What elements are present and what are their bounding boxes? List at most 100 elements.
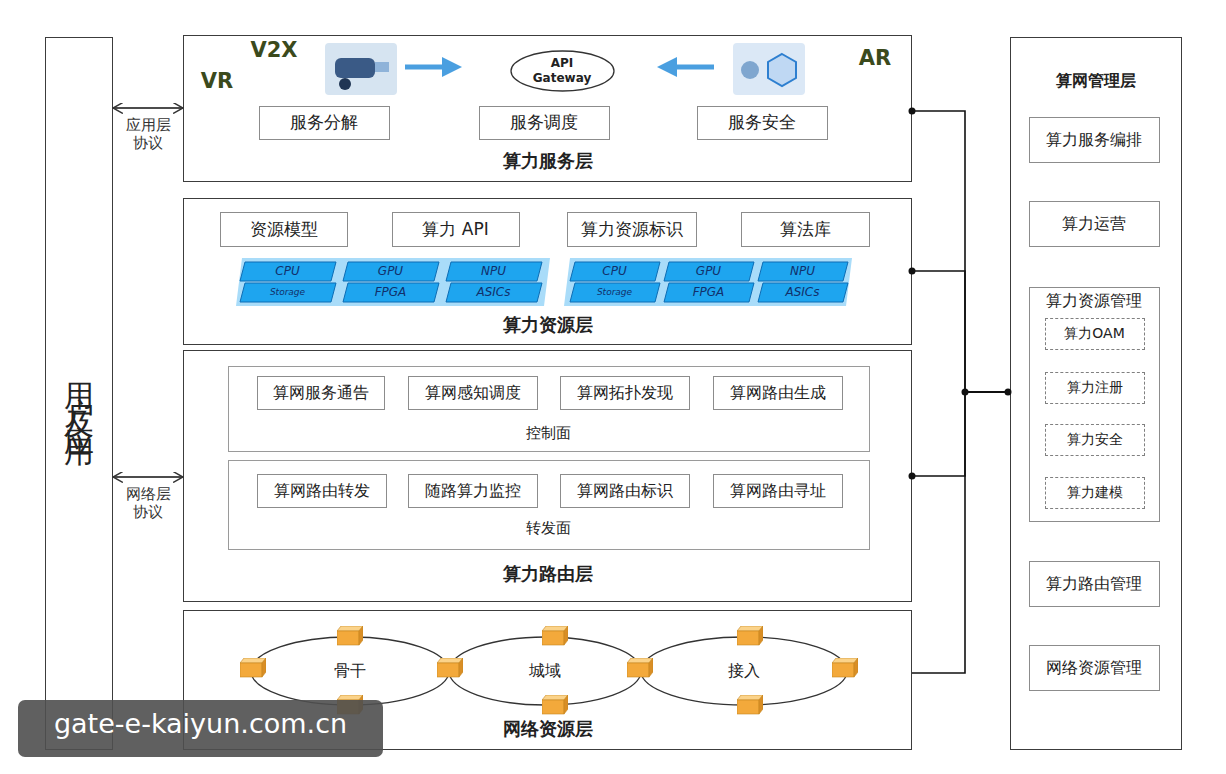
node-label: 算网服务通告 — [273, 383, 369, 402]
node-title: 控制面 — [229, 424, 869, 442]
management-box: 算力运营 — [1029, 201, 1160, 247]
router-icon — [542, 626, 568, 645]
watermark: gate-e-kaiyun.com.cn — [20, 708, 381, 740]
network-ring: 骨干 — [250, 636, 450, 706]
parallelogram-shape — [664, 262, 754, 281]
node-label: 算力服务编排 — [1046, 130, 1142, 149]
vr-icon — [325, 43, 397, 95]
layer-box: 算力资源层资源模型算力 API算力资源标识算法库CPUGPUNPUStorage… — [183, 198, 912, 345]
node-label: 算力安全 — [1067, 431, 1123, 448]
protocol-label: 应用层协议 — [123, 116, 173, 152]
node-label: 算网拓扑发现 — [577, 383, 673, 402]
app-column: 用户及应用 — [45, 37, 113, 750]
node-label: 算网路由标识 — [577, 481, 673, 500]
function-box: 算网路由标识 — [560, 474, 690, 508]
node-label: Storage — [597, 287, 632, 298]
node-label: ASICs — [477, 285, 511, 299]
node-label: NPU — [790, 264, 815, 278]
junction-dot — [962, 389, 969, 396]
parallelogram-shape — [664, 283, 754, 302]
parallelogram-shape — [343, 283, 439, 302]
function-box: 服务分解 — [259, 106, 390, 140]
parallelogram-shape — [570, 283, 660, 302]
router-icon — [737, 695, 763, 714]
chip-cell: Storage — [240, 283, 336, 302]
router-icon — [737, 626, 763, 645]
layer-box: 网络资源层骨干城域接入 — [183, 610, 912, 750]
router-icon — [832, 658, 858, 677]
node-label: GPU — [696, 264, 721, 278]
node-label: 资源模型 — [250, 219, 318, 239]
headset-shape — [335, 58, 375, 78]
node-label: 算力路由管理 — [1046, 574, 1142, 593]
parallelogram-shape — [343, 262, 439, 281]
parallelogram-shape — [240, 283, 336, 302]
watermark-background — [18, 700, 383, 757]
node-label: 算力建模 — [1067, 484, 1123, 501]
node-label: 骨干 — [334, 661, 366, 680]
node-label: 算法库 — [780, 219, 831, 239]
ellipse-outline — [641, 637, 847, 705]
router-icon — [337, 626, 363, 645]
person-shape — [741, 61, 759, 79]
management-box: 网络资源管理 — [1029, 645, 1160, 691]
node-label: 服务分解 — [290, 112, 358, 132]
parallelogram-shape — [240, 262, 336, 281]
node-title: 算网管理层 — [1011, 71, 1181, 90]
parallelogram-shape — [570, 262, 660, 281]
node-label: ASICs — [786, 285, 820, 299]
chip-cell: GPU — [664, 262, 754, 281]
parallelogram-shape — [758, 283, 848, 302]
parallelogram-shape — [446, 262, 542, 281]
router-icon — [240, 658, 266, 677]
chip-cell: GPU — [343, 262, 439, 281]
ellipse-outline — [251, 637, 449, 705]
router-icon — [337, 695, 363, 714]
management-box: 算力服务编排 — [1029, 117, 1160, 163]
node-title: 网络资源层 — [184, 718, 911, 740]
bus-connector — [912, 111, 1010, 392]
node-label: 算力注册 — [1067, 379, 1123, 396]
node-label: 网络资源管理 — [1046, 658, 1142, 677]
node-label: Storage — [270, 287, 305, 298]
plane-panel: 控制面算网服务通告算网感知调度算网拓扑发现算网路由生成 — [228, 366, 870, 452]
submodule-box: 算力建模 — [1045, 477, 1145, 509]
connector-group — [113, 108, 1010, 673]
junction-dot — [909, 473, 916, 480]
node-label: 算力运营 — [1062, 214, 1126, 233]
node-label: GPU — [378, 264, 403, 278]
flow-arrow — [667, 65, 714, 70]
group-box: 算力资源管理算力OAM 算力注册算力安全算力建模 — [1029, 287, 1160, 522]
router-icon — [437, 658, 463, 677]
node-title: 算力资源管理 — [1030, 291, 1159, 310]
node-label: NPU — [481, 264, 506, 278]
network-ring: 接入 — [640, 636, 848, 706]
node-title: 转发面 — [229, 519, 869, 537]
bus-connector — [912, 271, 1010, 392]
submodule-box: 算力注册 — [1045, 372, 1145, 404]
device-label: V2X — [244, 38, 304, 63]
node-label: CPU — [275, 264, 299, 278]
bus-connector — [912, 392, 1010, 673]
function-box: 算网服务通告 — [257, 376, 385, 410]
ar-icon — [733, 43, 805, 95]
function-box: 服务安全 — [697, 106, 828, 140]
node-label: 接入 — [728, 661, 760, 680]
chip-cell: FPGA — [343, 283, 439, 302]
chip-cell: CPU — [570, 262, 660, 281]
management-column: 算网管理层算力服务编排算力运营算力资源管理算力OAM算力注册算力安全算力建模算力… — [1010, 37, 1182, 750]
router-icons — [240, 626, 858, 714]
node-label: 随路算力监控 — [425, 481, 521, 500]
icon-frame — [733, 43, 805, 95]
node-title: 算力路由层 — [184, 563, 911, 585]
node-label: CPU — [602, 264, 626, 278]
icon-frame — [325, 43, 397, 95]
function-box: 服务调度 — [479, 106, 610, 140]
node-label: 算力OAM — [1064, 325, 1124, 342]
node-label: 算力 API — [422, 219, 488, 239]
node-title: 算力服务层 — [184, 150, 911, 172]
headset-shape — [339, 78, 351, 90]
router-icon — [542, 695, 568, 714]
junction-dot — [1005, 389, 1012, 396]
